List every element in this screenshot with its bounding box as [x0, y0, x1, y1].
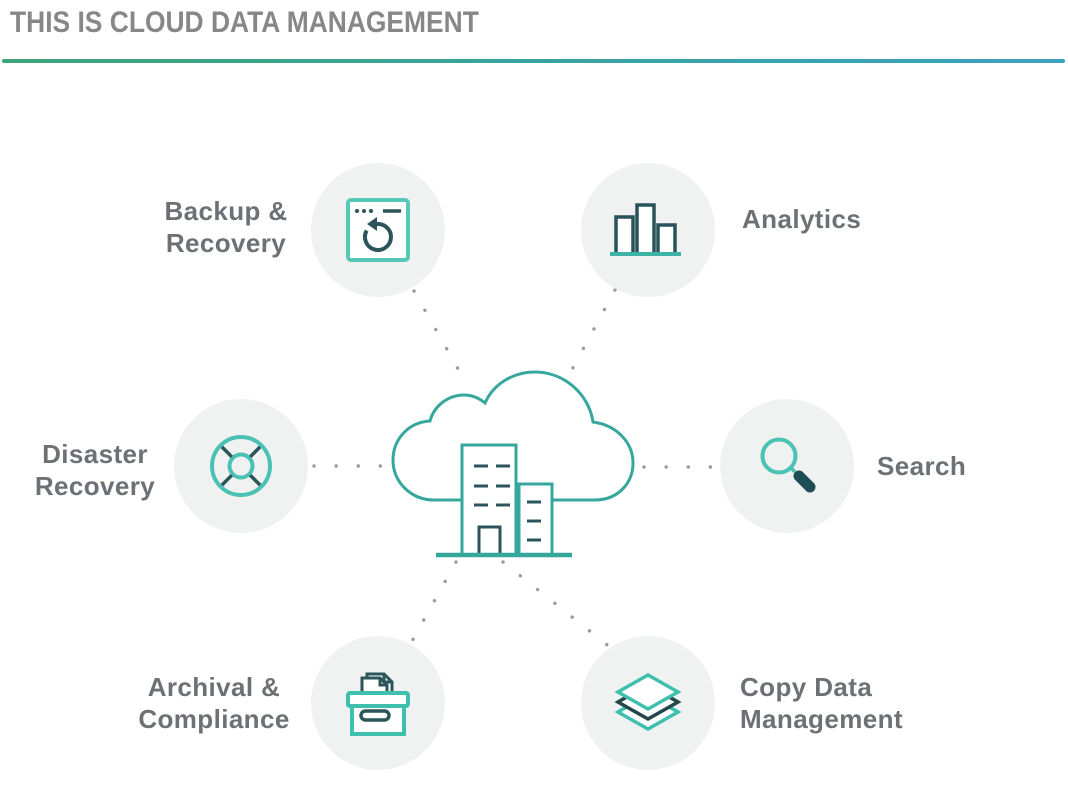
label-line: Backup &: [164, 196, 288, 226]
title-divider-line: [2, 59, 1065, 63]
analytics-label: Analytics: [742, 203, 962, 235]
page-title: THIS IS CLOUD DATA MANAGEMENT: [10, 6, 479, 39]
bar-chart-icon: [610, 203, 681, 256]
lifebuoy-icon: [210, 435, 272, 497]
copy-data-management-label: Copy Data Management: [740, 671, 980, 735]
connector-copydata-cloud: [501, 560, 613, 650]
label-line: Disaster: [42, 439, 148, 469]
layers-icon: [614, 673, 682, 732]
label-line: Recovery: [165, 228, 287, 258]
connector-analytics-cloud: [566, 288, 617, 379]
archive-box-icon: [346, 672, 410, 736]
label-line: Recovery: [34, 471, 156, 501]
magnifier-icon: [760, 437, 816, 493]
label-line: Compliance: [138, 704, 290, 734]
disaster-recovery-label: Disaster Recovery: [0, 438, 190, 502]
node-disaster-recovery: [174, 399, 308, 533]
node-copy-data-management: [581, 636, 715, 770]
label-line: Copy Data: [740, 672, 873, 702]
label-line: Search: [877, 451, 967, 481]
backup-restore-icon: [346, 198, 410, 262]
cloud-buildings-icon: [391, 370, 635, 558]
label-line: Management: [740, 704, 903, 734]
archival-compliance-label: Archival & Compliance: [108, 671, 320, 735]
connector-archival-cloud: [409, 560, 458, 645]
building-windows: [474, 464, 541, 542]
node-backup-recovery: [311, 163, 445, 297]
node-search: [720, 399, 854, 533]
building-door: [477, 525, 502, 557]
cloud-data-center: [388, 366, 640, 562]
cloud-outline: [391, 370, 635, 502]
node-archival-compliance: [311, 636, 445, 770]
label-line: Analytics: [742, 204, 862, 234]
node-analytics: [581, 163, 715, 297]
search-label: Search: [877, 450, 1037, 482]
label-line: Archival &: [147, 672, 281, 702]
connector-backup-cloud: [412, 289, 468, 385]
backup-recovery-label: Backup & Recovery: [121, 195, 331, 259]
